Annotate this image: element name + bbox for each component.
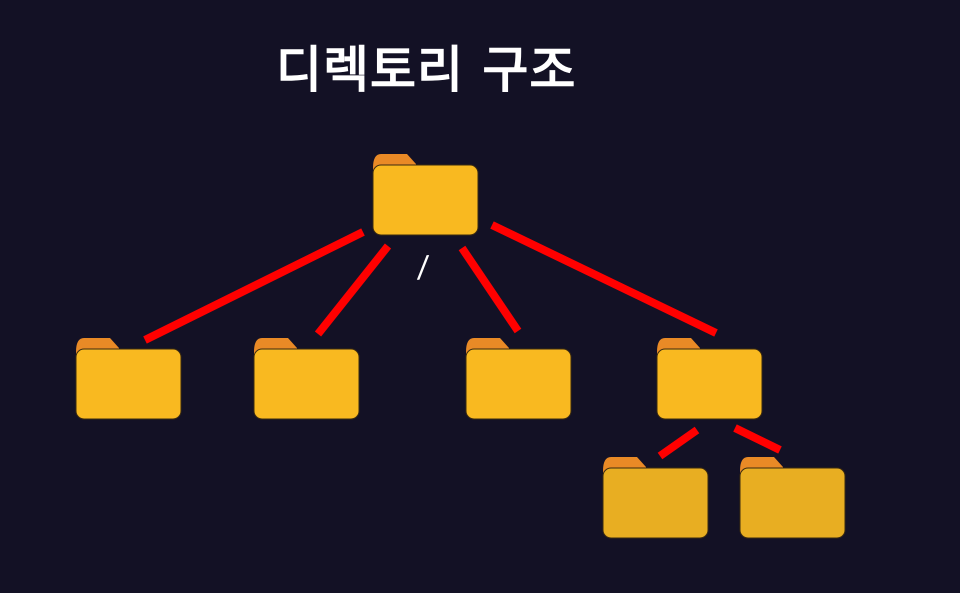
folder-icon-3 — [465, 338, 572, 420]
subfolder-icon-2 — [739, 457, 846, 539]
edge-root-child1 — [143, 228, 365, 344]
edge-root-child2 — [314, 243, 392, 337]
folder-icon-2 — [253, 338, 360, 420]
edge-root-child4 — [490, 221, 718, 337]
edge-root-child3 — [458, 245, 522, 334]
root-folder-icon — [372, 154, 479, 236]
folder-icon-4 — [656, 338, 763, 420]
diagram-title: 디렉토리 구조 — [276, 41, 577, 99]
edge-child4-grandchild1 — [657, 426, 700, 460]
edge-child4-grandchild2 — [733, 424, 782, 454]
subfolder-icon-1 — [602, 457, 709, 539]
folder-icon-1 — [75, 338, 182, 420]
